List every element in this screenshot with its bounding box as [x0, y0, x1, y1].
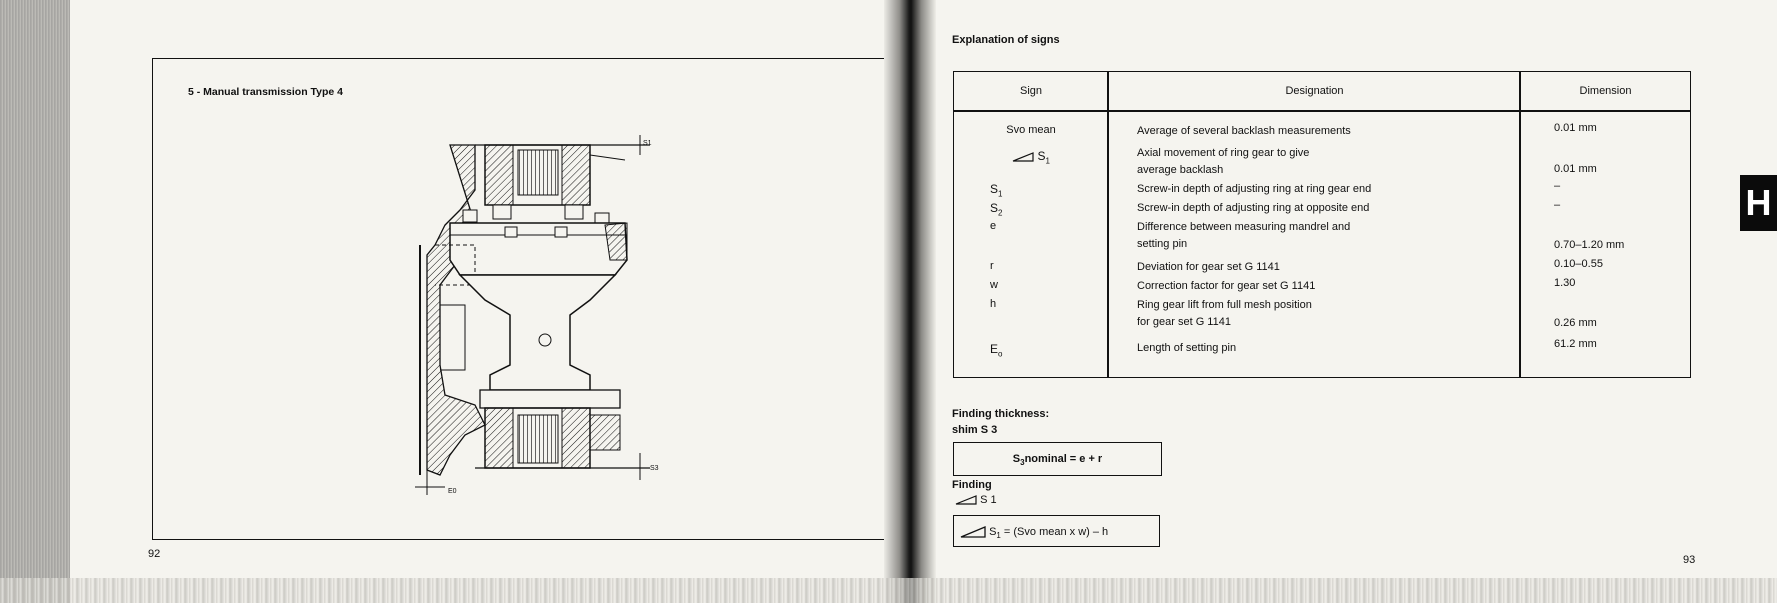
page-edge-shading: [0, 0, 70, 603]
table-row-designation: Correction factor for gear set G 1141: [1137, 280, 1316, 292]
table-row-sign: r: [990, 260, 994, 272]
table-row-dimension: 0.01 mm: [1554, 163, 1597, 175]
page-number: 93: [1683, 554, 1696, 566]
table-row-sign: S2: [990, 201, 1003, 218]
table-row-sign: Svo mean: [1006, 124, 1056, 136]
page-title: 5 - Manual transmission Type 4: [188, 86, 344, 98]
table-row-sign: w: [990, 279, 998, 291]
formula-s1: S1 = (Svo mean x w) – h: [953, 515, 1160, 547]
table-row-dimension: 0.70–1.20 mm: [1554, 239, 1625, 251]
dim-label-s3: S3: [650, 465, 659, 472]
table-row-designation: Screw-in depth of adjusting ring at ring…: [1137, 183, 1372, 195]
table-row-dimension: 0.10–0.55: [1554, 258, 1603, 270]
table-row-dimension: –: [1554, 180, 1561, 192]
book-spine-shadow: [884, 0, 936, 603]
column-divider: [1107, 72, 1109, 377]
header-designation: Designation: [1285, 85, 1344, 97]
table-row-sign: e: [990, 220, 997, 232]
dim-label-e0: E0: [448, 488, 457, 495]
left-page: 5 - Manual transmission Type 4: [0, 0, 908, 603]
finding-s1-label: Finding: [952, 479, 992, 491]
right-page: [936, 0, 1777, 603]
header-sign: Sign: [1019, 85, 1043, 97]
finding-thickness-label: Finding thickness:: [952, 408, 1050, 420]
table-row-designation: Average of several backlash measurements: [1137, 125, 1351, 137]
table-row-sign: h: [990, 298, 997, 310]
page-bottom-edge: [0, 578, 1777, 603]
formula-s3-nominal: S3nominal = e + r: [953, 442, 1162, 476]
table-row-sign: Eo: [990, 342, 1003, 359]
header-dimension: Dimension: [1579, 85, 1632, 97]
triangle-icon: [1012, 151, 1034, 162]
table-row-dimension: –: [1554, 199, 1561, 211]
finding-s1-sublabel: S 1: [955, 494, 997, 506]
triangle-icon: [960, 526, 986, 538]
table-row-sign: S1: [990, 182, 1003, 199]
triangle-icon: [955, 495, 977, 505]
section-heading: Explanation of signs: [952, 34, 1060, 46]
finding-thickness-sublabel: shim S 3: [952, 424, 998, 436]
table-row-dimension: 0.01 mm: [1554, 122, 1597, 134]
table-row-designation: Screw-in depth of adjusting ring at oppo…: [1137, 202, 1370, 214]
column-divider: [1519, 72, 1521, 377]
table-row-designation: Length of setting pin: [1137, 342, 1237, 354]
page-number: 92: [148, 548, 161, 560]
transmission-cross-section-diagram: [415, 135, 650, 495]
section-tab-h: H: [1740, 175, 1777, 231]
table-row-dimension: 0.26 mm: [1554, 317, 1597, 329]
table-row-dimension: 1.30: [1554, 277, 1576, 289]
table-row-sign: S1: [954, 149, 1108, 165]
table-row-designation: Deviation for gear set G 1141: [1137, 261, 1280, 273]
header-divider: [954, 110, 1690, 112]
dim-label-s1: S1: [643, 140, 652, 147]
table-row-designation: Difference between measuring mandrel and…: [1137, 221, 1351, 250]
table-row-dimension: 61.2 mm: [1554, 338, 1597, 350]
signs-table: Sign Designation Dimension Svo mean Aver…: [953, 71, 1691, 378]
